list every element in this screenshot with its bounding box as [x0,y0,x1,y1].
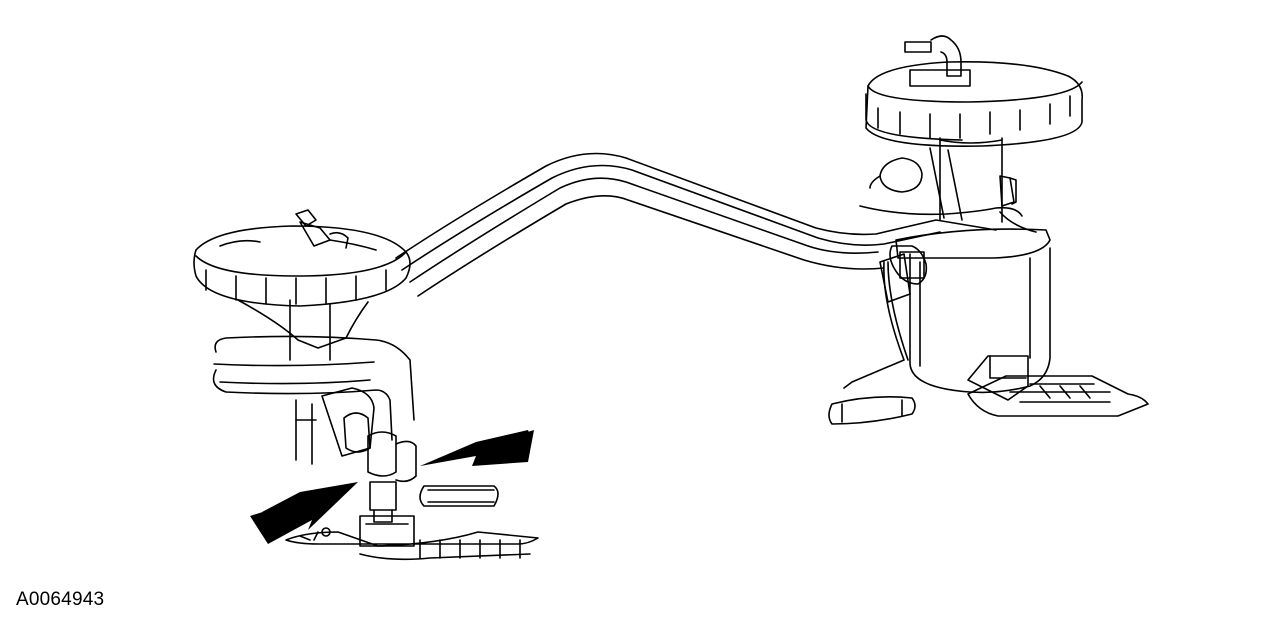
fuel-level-float-left [321,527,331,537]
jet-pump-connection [369,481,397,511]
fuel-filter-sock-left [419,485,499,507]
connecting-fuel-lines [395,152,1037,297]
callout-arrows [250,430,534,544]
figure-id-label: A0064943 [16,589,105,610]
left-fuel-pump-module [193,209,539,561]
right-fuel-sender-module [828,35,1149,425]
callout-arrow-left [250,482,358,544]
